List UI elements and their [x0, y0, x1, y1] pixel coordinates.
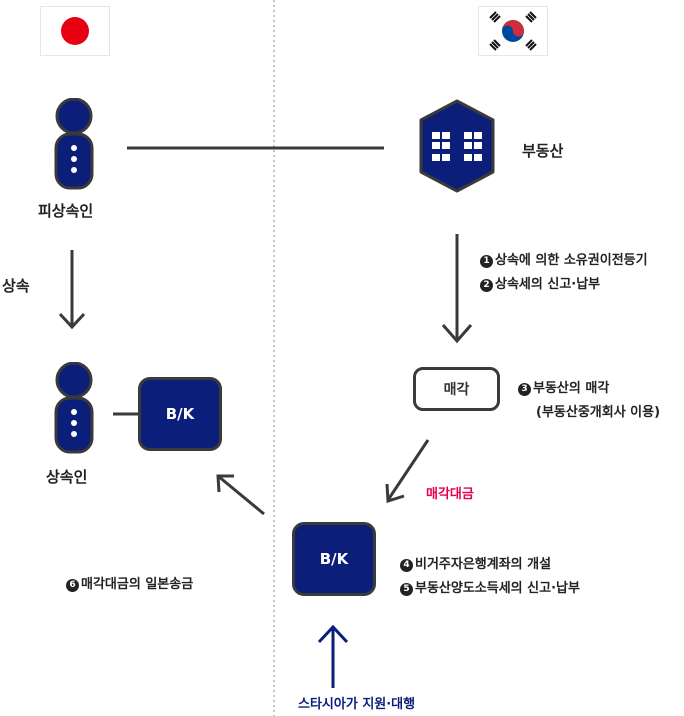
step-4-number: 4 — [400, 559, 413, 572]
step-3-sub: (부동산중개회사 이용) — [536, 405, 661, 420]
decedent-label: 피상속인 — [38, 202, 94, 220]
inheritance-label: 상속 — [2, 277, 30, 295]
step-3-number: 3 — [518, 383, 531, 396]
sale-box: 매각 — [413, 367, 500, 411]
japan-bank-box: B/K — [138, 377, 222, 451]
step-1-text: 상속에 의한 소유권이전등기 — [495, 253, 648, 268]
step-3-text: 부동산의 매각 — [533, 381, 610, 396]
korea-flag — [478, 6, 548, 56]
remittance-arrow — [216, 474, 265, 516]
step-6-number: 6 — [66, 579, 79, 592]
inheritance-arrow — [58, 250, 86, 330]
real-estate-label: 부동산 — [522, 142, 564, 160]
step-1-number: 1 — [480, 255, 493, 268]
step-5-number: 5 — [400, 583, 413, 596]
sale-proceeds-label: 매각대금 — [426, 487, 474, 502]
decedent-person-icon — [54, 98, 94, 190]
sale-label: 매각 — [443, 382, 470, 398]
step-5-text: 부동산양도소득세의 신고·납부 — [415, 581, 580, 596]
korea-bank-box: B/K — [292, 522, 376, 596]
step-2-text: 상속세의 신고·납부 — [495, 277, 601, 292]
japan-flag — [40, 6, 110, 56]
sale-arrow — [441, 234, 473, 344]
korea-bank-label: B/K — [319, 550, 349, 568]
japan-bank-label: B/K — [165, 405, 195, 423]
step-4-text: 비거주자은행계좌의 개설 — [415, 557, 552, 572]
step-2-number: 2 — [480, 279, 493, 292]
step-6-text: 매각대금의 일본송금 — [81, 577, 194, 592]
heir-label: 상속인 — [46, 468, 88, 486]
korea-flag-icon — [478, 6, 548, 56]
japan-flag-icon — [40, 6, 110, 56]
support-label: 스타시아가 지원·대행 — [298, 697, 416, 712]
heir-person-icon — [54, 362, 94, 454]
building-icon — [419, 99, 495, 193]
support-arrow — [317, 624, 349, 688]
proceeds-arrow — [385, 439, 430, 504]
